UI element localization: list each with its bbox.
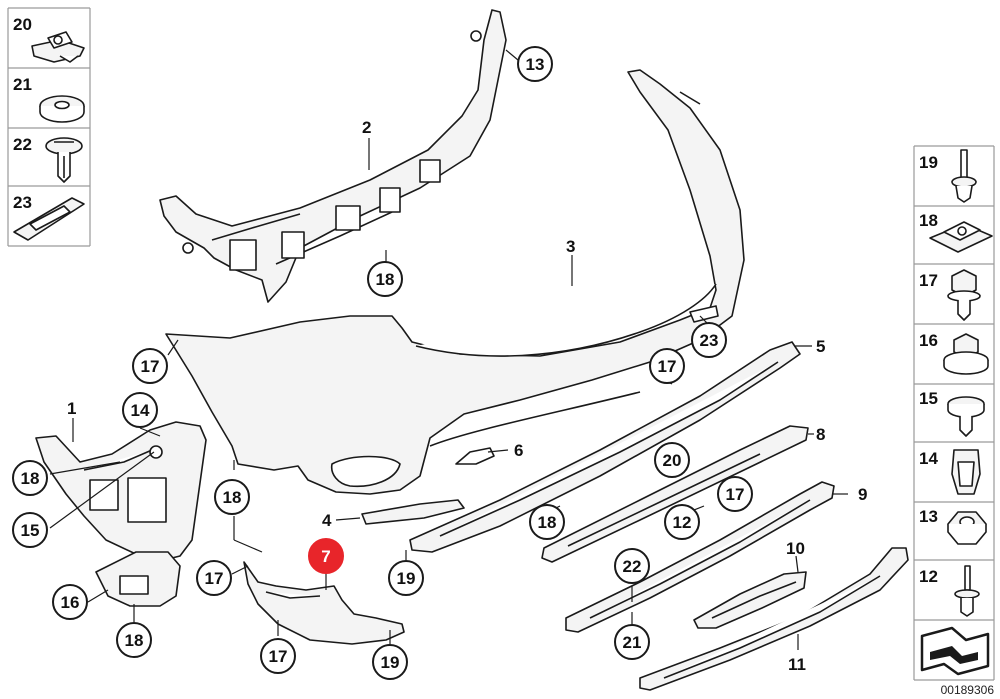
callout-4: 4 [322,511,332,530]
legend-label-16: 16 [919,331,938,350]
svg-text:7: 7 [321,547,330,566]
svg-text:17: 17 [205,569,224,588]
callout-17-strip: 17 [717,476,753,512]
svg-text:19: 19 [397,569,416,588]
washer-icon [39,95,85,123]
side-bracket-left [35,421,207,563]
callout-8: 8 [816,425,825,444]
trim-strip-9 [565,481,835,633]
legend-label-18: 18 [919,211,938,230]
callout-numbers: 2 3 4 5 6 8 9 10 11 1 [67,118,867,674]
callout-15-left: 15 [12,512,48,548]
callout-10: 10 [786,539,805,558]
svg-text:18: 18 [376,270,395,289]
svg-text:12: 12 [673,513,692,532]
hex-nut-icon [947,511,987,545]
legend-label-19: 19 [919,153,938,172]
hex-screw-icon [947,269,981,321]
callout-17-mid: 17 [649,348,685,384]
clip-nut-icon [31,31,85,63]
callout-19-bottom: 19 [372,644,408,680]
bumper-support-bracket [159,9,507,303]
svg-text:19: 19 [381,653,400,672]
trim-strip-11 [639,547,909,691]
bumper-cover [165,69,745,495]
callout-17-left: 17 [132,348,168,384]
svg-text:18: 18 [125,631,144,650]
legend-label-14: 14 [919,449,938,468]
callout-18-cut: 18 [116,622,152,658]
svg-text:14: 14 [131,401,150,420]
callout-11: 11 [788,655,806,674]
trim-strip-5 [409,341,801,553]
svg-text:13: 13 [526,55,545,74]
svg-text:15: 15 [21,521,40,540]
bumper-lower-lip [689,305,719,323]
callout-18-left: 18 [12,460,48,496]
leader-lines [49,49,848,650]
legend-label-22: 22 [13,135,32,154]
callout-3: 3 [566,237,575,256]
collar-screw-icon [947,396,985,437]
svg-text:16: 16 [61,593,80,612]
circled-callouts: 13 18 17 17 23 14 20 18 [12,46,753,680]
callout-14: 14 [122,392,158,428]
clip-piece-6 [455,447,495,465]
rivet-pin-icon [954,565,980,617]
svg-text:23: 23 [700,331,719,350]
callout-19-mid: 19 [388,560,424,596]
callout-9: 9 [858,485,867,504]
callout-12-strip: 12 [664,504,700,540]
arrow-icon [920,626,990,676]
document-id: 00189306 [941,683,995,697]
callout-6: 6 [514,441,523,460]
reflector-10 [693,571,807,629]
legend-label-17: 17 [919,271,938,290]
svg-text:20: 20 [663,451,682,470]
callout-7-highlighted[interactable]: 7 [308,538,344,574]
callout-13: 13 [517,46,553,82]
spreading-nut-icon [943,333,989,375]
legend-label-15: 15 [919,389,938,408]
svg-text:17: 17 [269,647,288,666]
callout-18-top: 18 [367,261,403,297]
legend-label-21: 21 [13,75,32,94]
legend-label-13: 13 [919,507,938,526]
svg-text:22: 22 [623,557,642,576]
callout-22: 22 [614,548,650,584]
legend-label-20: 20 [13,15,32,34]
svg-text:17: 17 [726,485,745,504]
trim-strip-8 [541,425,809,563]
trim-piece-4 [361,499,465,525]
svg-text:17: 17 [658,357,677,376]
right-legend: 19 18 17 16 15 14 [913,145,995,681]
callout-16: 16 [52,584,88,620]
callout-20: 20 [654,442,690,478]
svg-text:18: 18 [538,513,557,532]
callout-18-strip: 18 [529,504,565,540]
trim-panel-7 [243,561,405,645]
callout-17-low: 17 [196,560,232,596]
callout-21: 21 [614,624,650,660]
svg-text:17: 17 [141,357,160,376]
left-legend: 20 21 22 23 [7,7,91,247]
callout-17-bottom: 17 [260,638,296,674]
callout-23: 23 [691,322,727,358]
callout-1: 1 [67,399,76,418]
bracket-strip-icon [13,197,85,241]
callout-2: 2 [362,118,371,137]
svg-text:18: 18 [223,488,242,507]
callout-18-mid: 18 [214,479,250,515]
svg-text:21: 21 [623,633,642,652]
svg-text:18: 18 [21,469,40,488]
clip-icon [951,449,981,495]
sheet-nut-icon [929,221,993,253]
legend-label-23: 23 [13,193,32,212]
expanding-rivet-icon [45,137,83,183]
legend-label-12: 12 [919,567,938,586]
lower-bracket-16 [95,551,181,607]
push-rivet-icon [951,149,977,203]
callout-5: 5 [816,337,825,356]
